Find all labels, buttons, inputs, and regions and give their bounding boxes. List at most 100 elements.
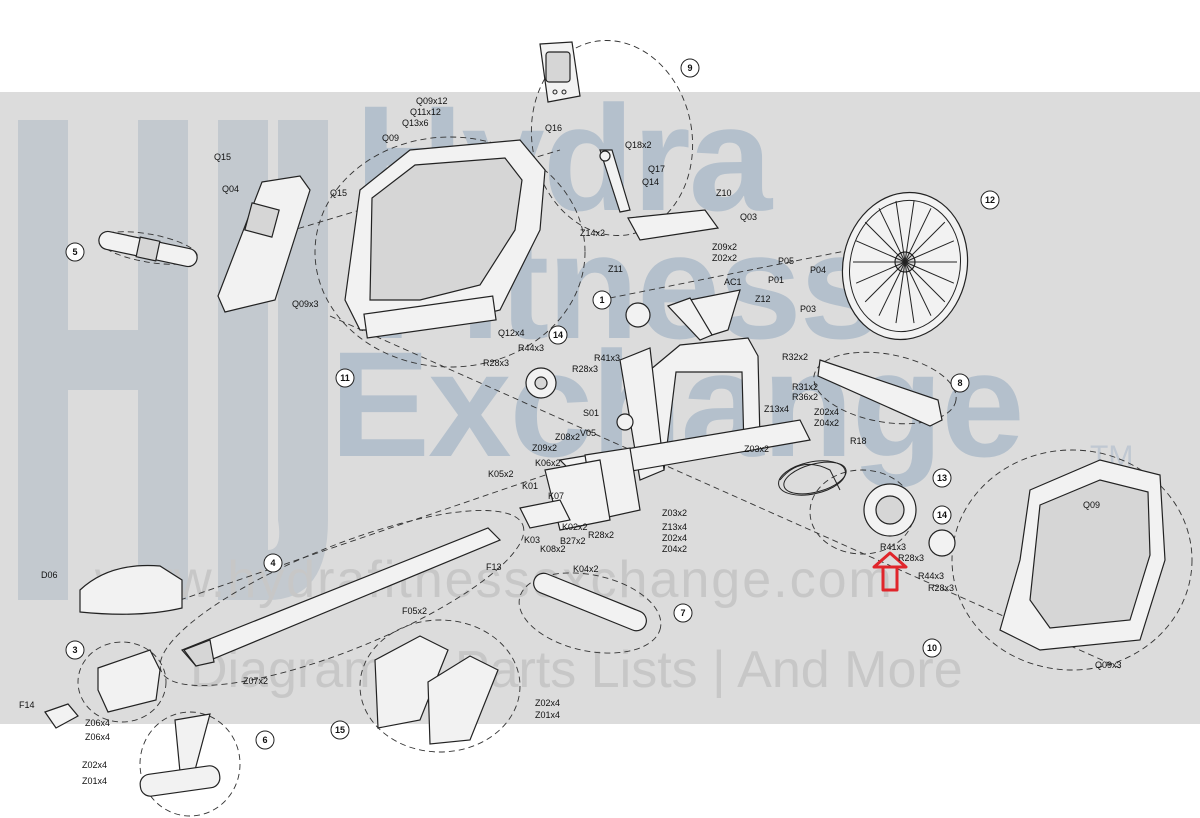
s01-plug bbox=[616, 413, 634, 431]
part-label-z01x4b: Z01x4 bbox=[535, 710, 560, 720]
part-label-b27x2: B27x2 bbox=[560, 536, 586, 546]
part-label-z02x4c: Z02x4 bbox=[82, 760, 107, 770]
callout-number-6: 6 bbox=[262, 735, 267, 745]
wheel-spoke bbox=[904, 221, 946, 263]
callout-number-3: 3 bbox=[72, 645, 77, 655]
handle-holder bbox=[217, 175, 311, 313]
callout-circle-13 bbox=[932, 468, 952, 488]
part-label-q16: Q16 bbox=[545, 123, 562, 133]
callout-circle-15 bbox=[330, 720, 350, 740]
group-7-outline bbox=[518, 572, 662, 654]
part-label-f14: F14 bbox=[19, 700, 35, 710]
part-label-z02x4a: Z02x4 bbox=[814, 407, 839, 417]
part-label-z01x4a: Z01x4 bbox=[82, 776, 107, 786]
part-label-q15b: Q15 bbox=[330, 188, 347, 198]
group-3-outline bbox=[77, 641, 167, 723]
console-monitor bbox=[539, 41, 581, 103]
callout-circle-3 bbox=[65, 640, 85, 660]
wheel-spoke bbox=[904, 261, 915, 324]
part-label-q17: Q17 bbox=[648, 164, 665, 174]
footrests-15 bbox=[374, 635, 499, 745]
callout-circle-10 bbox=[922, 638, 942, 658]
wheel-spoke bbox=[878, 261, 906, 316]
drive-belt bbox=[778, 460, 846, 496]
part-label-z04x2b: Z04x2 bbox=[662, 544, 687, 554]
part-label-z09x2a: Z09x2 bbox=[712, 242, 737, 252]
wheel-spoke bbox=[904, 240, 955, 263]
part-label-z08x2: Z08x2 bbox=[555, 432, 580, 442]
part-label-k07: K07 bbox=[548, 491, 564, 501]
callout-circle-6 bbox=[255, 730, 275, 750]
watermark-tagline: Diagrams | Parts Lists | And More bbox=[190, 641, 963, 699]
callout-number-5: 5 bbox=[72, 247, 77, 257]
callout-number-14: 14 bbox=[937, 510, 947, 520]
callout-number-14: 14 bbox=[553, 330, 563, 340]
part-label-z10: Z10 bbox=[716, 188, 732, 198]
callout-number-15: 15 bbox=[335, 725, 345, 735]
front-cover-housing bbox=[344, 139, 546, 339]
wheel-spoke bbox=[864, 261, 906, 303]
part-label-r36x2: R36x2 bbox=[792, 392, 818, 402]
part-label-q09b: Q09 bbox=[1083, 500, 1100, 510]
callout-circle-12 bbox=[980, 190, 1000, 210]
part-label-k02x2: K02x2 bbox=[562, 522, 588, 532]
part-label-k01: K01 bbox=[522, 481, 538, 491]
wheel-spoke bbox=[895, 200, 906, 263]
part-label-z13x4a: Z13x4 bbox=[764, 404, 789, 414]
part-label-f13: F13 bbox=[486, 562, 502, 572]
center-bracket bbox=[519, 413, 634, 531]
group-6-outline bbox=[139, 711, 241, 817]
part-label-q04: Q04 bbox=[222, 184, 239, 194]
rear-cover-housing bbox=[999, 459, 1166, 651]
part-label-s01: S01 bbox=[583, 408, 599, 418]
generator-motor bbox=[779, 461, 917, 537]
part-label-p05: P05 bbox=[778, 256, 794, 266]
part-label-q09x3b: Q09x3 bbox=[1095, 660, 1122, 670]
wheel-spoke bbox=[855, 261, 906, 284]
part-label-ac1: AC1 bbox=[724, 277, 742, 287]
pulley-14 bbox=[928, 529, 956, 557]
callout-circle-14 bbox=[548, 325, 568, 345]
part-label-z12: Z12 bbox=[755, 294, 771, 304]
watermark-band bbox=[0, 92, 1200, 724]
front-foot-6 bbox=[139, 713, 221, 797]
callout-number-7: 7 bbox=[680, 608, 685, 618]
callout-circle-4 bbox=[263, 553, 283, 573]
callout-circle-5 bbox=[65, 242, 85, 262]
part-label-z06x4b: Z06x4 bbox=[85, 732, 110, 742]
pulley-hub bbox=[534, 376, 548, 390]
part-label-q18x2: Q18x2 bbox=[625, 140, 652, 150]
part-label-r28x3d: R28x3 bbox=[928, 583, 954, 593]
part-label-q14: Q14 bbox=[642, 177, 659, 187]
part-label-z02x4d: Z02x4 bbox=[535, 698, 560, 708]
rear-rail-8 bbox=[817, 359, 943, 427]
watermark-url: www.hydrafitnessexchange.com bbox=[95, 551, 894, 609]
callout-number-10: 10 bbox=[927, 643, 937, 653]
callout-circle-14 bbox=[932, 505, 952, 525]
part-label-d06: D06 bbox=[41, 570, 58, 580]
part-label-v05: V05 bbox=[580, 428, 596, 438]
part-label-q03: Q03 bbox=[740, 212, 757, 222]
part-label-q13x6: Q13x6 bbox=[402, 118, 429, 128]
part-label-z09x2b: Z09x2 bbox=[532, 443, 557, 453]
part-label-p03: P03 bbox=[800, 304, 816, 314]
part-label-r41x3b: R41x3 bbox=[880, 542, 906, 552]
part-label-z13x4b: Z13x4 bbox=[662, 522, 687, 532]
part-label-r18: R18 bbox=[850, 436, 867, 446]
part-label-q12x4: Q12x4 bbox=[498, 328, 525, 338]
callout-circle-1 bbox=[592, 290, 612, 310]
callout-circle-9 bbox=[680, 58, 700, 78]
part-label-z06x4a: Z06x4 bbox=[85, 718, 110, 728]
part-label-z04x2a: Z04x2 bbox=[814, 418, 839, 428]
part-label-z14x2: Z14x2 bbox=[580, 228, 605, 238]
part-label-q11x12: Q11x12 bbox=[410, 107, 441, 117]
group-4-outline bbox=[159, 510, 525, 686]
group-8-outline bbox=[813, 351, 957, 425]
axis-line-rail bbox=[179, 469, 561, 601]
console-mast bbox=[599, 149, 720, 241]
part-label-z02x2a: Z02x2 bbox=[712, 253, 737, 263]
part-label-k06x2: K06x2 bbox=[535, 458, 561, 468]
part-label-k08x2: K08x2 bbox=[540, 544, 566, 554]
group-10-outline bbox=[951, 449, 1193, 671]
